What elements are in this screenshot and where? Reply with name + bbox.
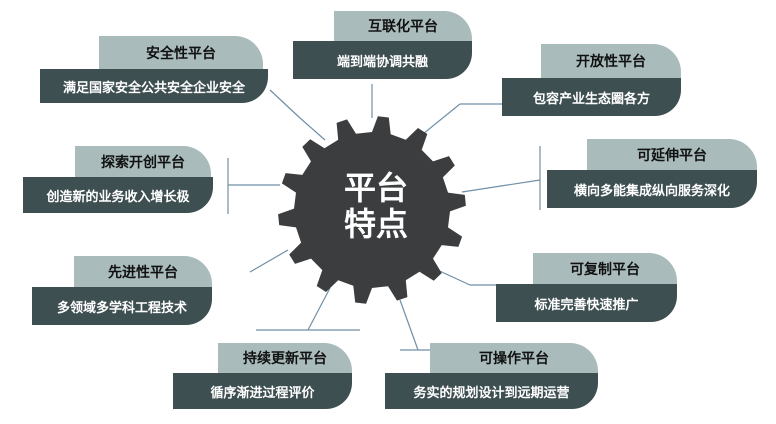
card-replicable-title: 可复制平台 — [533, 253, 677, 284]
card-operable-desc: 务实的规划设计到远期运营 — [385, 373, 598, 409]
card-advanced-title: 先进性平台 — [74, 256, 212, 287]
connector-line — [307, 287, 331, 331]
connector-line — [399, 299, 419, 351]
card-security-title: 安全性平台 — [99, 36, 263, 69]
card-operable-title: 可操作平台 — [430, 343, 598, 373]
card-internet-desc: 端到端协调共融 — [293, 41, 472, 79]
card-internet-title: 互联化平台 — [334, 11, 472, 41]
connector-line — [269, 89, 301, 119]
center-label-line2: 特点 — [343, 205, 408, 243]
card-exploration-title: 探索开创平台 — [75, 146, 211, 177]
card-openness-desc: 包容产业生态圈各方 — [502, 78, 681, 116]
card-advanced-desc: 多领域多学科工程技术 — [32, 287, 212, 325]
card-continuous-title: 持续更新平台 — [218, 343, 352, 373]
card-continuous-desc: 循序渐进过程评价 — [173, 373, 352, 409]
card-openness-title: 开放性平台 — [541, 44, 681, 78]
connector-line — [461, 179, 541, 193]
connector-line — [299, 117, 326, 141]
card-security-desc: 满足国家安全公共安全企业安全 — [40, 69, 268, 103]
connector-line — [417, 103, 461, 139]
card-extensible-title: 可延伸平台 — [587, 139, 757, 170]
card-exploration-desc: 创造新的业务收入增长极 — [23, 177, 213, 213]
card-extensible-desc: 横向多能集成纵向服务深化 — [547, 170, 757, 208]
central-gear — [278, 116, 466, 304]
connector-line — [249, 249, 289, 273]
center-label-line1: 平台 — [343, 169, 408, 207]
card-replicable-desc: 标准完善快速推广 — [496, 284, 677, 322]
center-label: 平台 特点 — [306, 170, 446, 242]
